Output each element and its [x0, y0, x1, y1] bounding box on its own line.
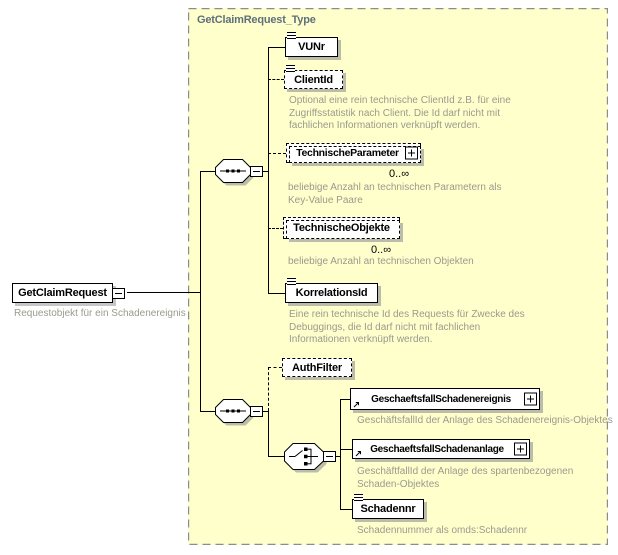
element-label: TechnischeObjekte — [293, 222, 390, 234]
element-geschaeftsfall-schadenanlage[interactable]: GeschaeftsfallSchadenanlage — [352, 439, 530, 459]
simple-content-icon — [286, 65, 295, 74]
connector — [336, 456, 340, 457]
collapse-minus-icon[interactable] — [250, 166, 263, 177]
connector — [268, 411, 269, 457]
element-label: GetClaimRequest — [18, 287, 107, 299]
annotation: GeschäftfallId der Anlage des spartenbez… — [357, 466, 574, 490]
element-korrelationsid[interactable]: KorrelationsId — [285, 278, 378, 303]
element-schadennr[interactable]: Schadennr — [352, 494, 424, 519]
element-label: AuthFilter — [292, 361, 342, 374]
element-vunr[interactable]: VUNr — [285, 32, 338, 57]
connector — [340, 449, 352, 450]
connector — [200, 171, 201, 412]
collapse-minus-icon[interactable] — [250, 406, 263, 417]
connector — [268, 456, 284, 457]
occurrence-label: 0..∞ — [371, 244, 392, 256]
annotation: beliebige Anzahl an technischen Paramete… — [288, 182, 502, 206]
connector — [263, 411, 268, 412]
connector — [268, 293, 285, 294]
element-label: ClientId — [294, 73, 333, 86]
simple-content-icon — [287, 278, 296, 287]
sequence-icon[interactable] — [215, 159, 255, 187]
element-label: VUNr — [298, 41, 325, 53]
connector — [200, 411, 216, 412]
expand-plus-icon[interactable] — [524, 392, 537, 406]
element-label: TechnischeParameter — [296, 147, 399, 159]
container-dashed-border — [188, 8, 608, 545]
connector — [268, 47, 285, 48]
connector — [127, 292, 200, 293]
element-label: Schadennr — [360, 503, 416, 515]
connector — [340, 399, 352, 400]
element-clientid[interactable]: ClientId — [284, 65, 343, 89]
expand-plus-icon[interactable] — [405, 146, 418, 160]
element-getclaimrequest[interactable]: GetClaimRequest — [12, 283, 113, 303]
connector — [268, 228, 283, 229]
sequence-icon[interactable] — [215, 399, 255, 427]
connector — [268, 79, 284, 80]
simple-content-icon — [287, 32, 296, 41]
expand-plus-icon[interactable] — [514, 442, 527, 456]
annotation: Optional eine rein technische ClientId z… — [289, 95, 511, 131]
element-geschaeftsfall-schadenereignis[interactable]: GeschaeftsfallSchadenereignis — [350, 388, 540, 410]
choice-icon[interactable] — [284, 443, 328, 474]
element-authfilter[interactable]: AuthFilter — [282, 358, 352, 377]
connector — [340, 509, 352, 510]
complex-type-container: GetClaimRequest_Type — [188, 8, 608, 545]
complex-type-title: GetClaimRequest_Type — [197, 14, 316, 26]
occurrence-label: 0..∞ — [389, 168, 410, 180]
element-label: GeschaeftsfallSchadenereignis — [371, 393, 511, 405]
connector — [263, 171, 268, 172]
connector — [268, 367, 282, 368]
annotation: Requestobjekt für ein Schadenereignis — [14, 308, 186, 319]
connector — [200, 171, 216, 172]
element-technische-parameter[interactable]: TechnischeParameter — [286, 143, 421, 163]
collapse-minus-icon[interactable] — [323, 451, 336, 462]
annotation: Eine rein technische Id des Requests für… — [289, 309, 525, 345]
simple-content-icon — [354, 494, 363, 503]
connector — [268, 47, 269, 294]
element-label: KorrelationsId — [295, 287, 368, 299]
annotation: beliebige Anzahl an technischen Objekten — [288, 256, 474, 267]
connector — [268, 367, 269, 411]
element-technische-objekte[interactable]: TechnischeObjekte — [283, 217, 400, 239]
collapse-minus-icon[interactable] — [112, 288, 125, 299]
connector — [340, 399, 341, 510]
annotation: GeschäftsfallId der Anlage des Schadener… — [357, 415, 613, 426]
connector — [268, 153, 286, 154]
element-reference-icon — [353, 402, 359, 408]
element-reference-icon — [355, 451, 361, 457]
annotation: Schadennummer als omds:Schadennr — [357, 525, 528, 536]
element-label: GeschaeftsfallSchadenanlage — [370, 443, 504, 455]
